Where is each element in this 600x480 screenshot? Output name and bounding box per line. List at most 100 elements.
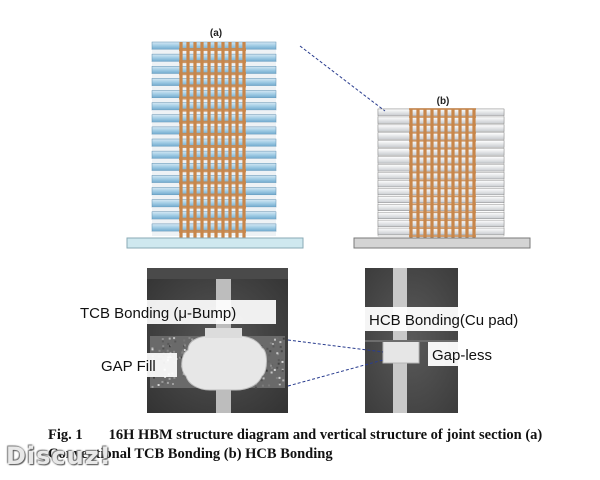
gap-fill-speck: [164, 380, 167, 383]
stack-b-tsv: [430, 109, 434, 240]
gap-fill-speck: [262, 377, 265, 380]
gap-fill-speck: [161, 383, 164, 386]
gap-fill-speck: [277, 362, 280, 365]
gap-fill-speck: [153, 346, 156, 349]
stack-a-die-gap: [152, 73, 276, 79]
gap-fill-speck: [281, 369, 284, 372]
stack-a-die-gap: [152, 110, 276, 115]
stack-a-tsv: [242, 42, 246, 240]
micrograph-b-bond-line: [365, 340, 458, 342]
gap-fill-speck: [270, 371, 273, 374]
stack-a-bump-row: [179, 205, 246, 209]
gap-fill-speck: [191, 338, 194, 341]
stack-b-bond-row: [409, 155, 476, 158]
stack-a-bump-row: [179, 48, 246, 52]
stack-b-tsv-columns: [409, 108, 476, 240]
stack-a-bump-row: [179, 181, 246, 185]
gap-fill-speck: [169, 351, 172, 354]
gap-fill-speck: [281, 368, 284, 371]
gap-fill-speck: [151, 385, 154, 388]
stack-a-bump-row: [179, 108, 246, 112]
stack-b-bond-row: [409, 108, 476, 110]
stack-b-bond-row: [409, 179, 476, 182]
gap-fill-speck: [182, 349, 184, 352]
stack-b-bond-row: [409, 163, 476, 166]
stack-b-bond-row: [409, 195, 476, 198]
stack-a-tsv: [207, 42, 211, 240]
stack-a-tsv-columns: [179, 42, 246, 246]
gap-fill-speck: [179, 356, 182, 359]
gap-fill-speck: [172, 383, 174, 385]
gap-fill-speck: [184, 344, 186, 347]
gap-fill-speck: [280, 350, 283, 353]
gap-fill-speck: [161, 380, 164, 383]
gap-fill-speck: [278, 376, 281, 379]
gap-fill-speck: [188, 337, 191, 339]
gap-fill-speck: [166, 381, 169, 384]
stack-a-tsv: [193, 42, 197, 240]
figure-number: Fig. 1: [48, 427, 83, 443]
micrograph-connector-top: [287, 339, 384, 353]
stack-a-die-gap: [152, 85, 276, 91]
gap-fill-speck: [260, 379, 263, 382]
panel-a-label: (a): [210, 28, 222, 39]
gap-fill-speck: [173, 350, 176, 353]
gap-fill-speck: [161, 338, 164, 341]
stack-b-tsv: [437, 109, 441, 240]
stack-b-bond-row: [409, 211, 476, 214]
stack-a-die-gap: [152, 158, 276, 164]
stack-connector-line: [299, 45, 386, 112]
gap-fill-speck: [180, 356, 183, 359]
gap-fill-speck: [271, 342, 274, 345]
gap-fill-speck: [151, 348, 154, 351]
hcb-bonding-label: HCB Bonding(Cu pad): [369, 312, 518, 329]
stack-a-tsv: [228, 42, 232, 240]
gap-fill-speck: [281, 359, 284, 362]
micrograph-b: HCB Bonding(Cu pad) Gap-less: [365, 268, 541, 413]
gap-fill-speck: [157, 384, 160, 386]
gap-fill-speck: [279, 345, 282, 348]
gap-fill-speck: [168, 337, 171, 340]
gap-fill-speck: [154, 347, 157, 350]
gap-fill-speck: [168, 377, 171, 380]
gap-fill-speck: [183, 339, 186, 342]
gap-fill-speck: [166, 349, 169, 352]
gap-fill-speck: [151, 347, 154, 350]
figure-caption-text: 16H HBM structure diagram and vertical s…: [48, 427, 543, 462]
micrograph-connector-bottom: [287, 359, 384, 387]
stack-a-tsv: [179, 42, 183, 240]
gap-fill-speck: [162, 345, 165, 348]
stack-a-die-gap: [152, 195, 276, 200]
gap-less-label-box: [428, 342, 506, 366]
gap-fill-speck: [281, 360, 284, 363]
stack-a-bump-row: [179, 132, 246, 136]
stack-b-bond-row: [409, 171, 476, 174]
gap-fill-speck: [277, 359, 280, 362]
micrograph-a: TCB Bonding (μ-Bump) GAP Fill: [76, 268, 288, 413]
stack-a-bump-row: [179, 145, 246, 149]
gap-fill-speck: [269, 342, 272, 345]
stack-a-tsv: [214, 42, 218, 240]
stack-b-bond-row: [409, 147, 476, 150]
gap-fill-speck: [271, 363, 274, 366]
gap-fill-speck: [265, 369, 268, 372]
gap-fill-speck: [272, 341, 275, 344]
stack-a-die-gap: [152, 61, 276, 67]
micrograph-a-bump-neck: [205, 328, 242, 338]
gap-fill-speck: [183, 349, 186, 351]
gap-fill-speck: [181, 352, 184, 355]
stack-a-bump-row: [179, 120, 246, 124]
stack-b-tsv: [409, 109, 413, 240]
stack-b-bond-row: [409, 219, 476, 222]
stack-a-bump-row: [179, 193, 246, 197]
stack-b-tsv: [423, 109, 427, 240]
gap-fill-speck: [183, 343, 186, 346]
stack-a-die-gap: [152, 231, 276, 236]
stack-a-bump-row: [179, 157, 246, 161]
stack-a-substrate: [126, 237, 304, 249]
gap-fill-speck: [153, 376, 155, 379]
gap-fill-speck: [273, 368, 276, 371]
gap-fill-speck: [270, 364, 272, 367]
stack-b-tsv: [458, 109, 462, 240]
